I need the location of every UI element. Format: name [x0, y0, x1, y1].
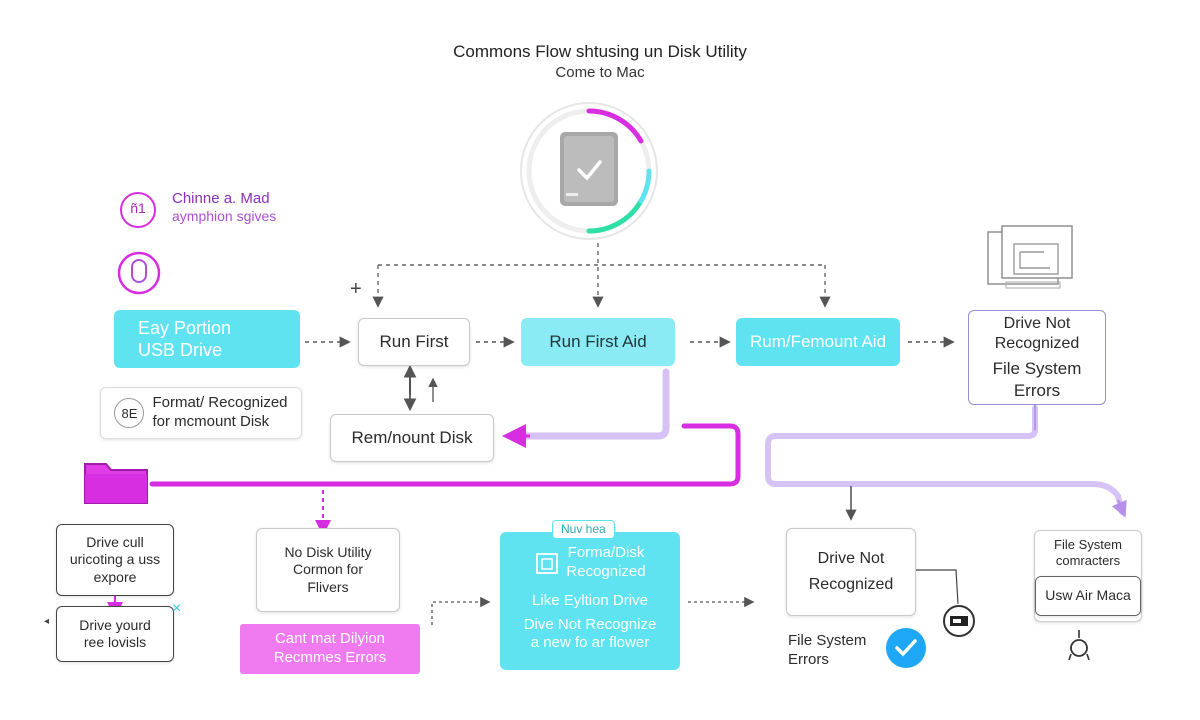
format-icon-text: 8E	[121, 405, 138, 421]
archive-icon	[536, 552, 559, 574]
format-icon: 8E	[114, 398, 145, 428]
lavender-connector-2	[765, 405, 1125, 515]
side-note-line2: aymphion sgives	[172, 208, 277, 224]
folder-icon	[84, 463, 148, 504]
small-connector	[916, 569, 959, 605]
plus-symbol: +	[350, 278, 362, 300]
node-run-remount-aid[interactable]: Rum/Femount Aid	[736, 318, 900, 366]
node-file-system-characters-label: File System comracters	[1054, 537, 1122, 569]
left-arrow-tip: ◂	[44, 616, 50, 627]
node-run-first[interactable]: Run First	[358, 318, 470, 366]
node-drive-call[interactable]: Drive cull uricoting a uss expore	[56, 524, 174, 596]
node-no-disk-utility[interactable]: No Disk Utility Cormon for Flivers	[256, 528, 400, 612]
node-usw-air-maca[interactable]: Usw Air Maca	[1035, 575, 1141, 616]
cross-symbol: ×	[172, 600, 182, 617]
node-drive-not-recognized-top[interactable]: Drive Not Recognized File System Errors	[968, 310, 1106, 405]
app-badge-icon	[120, 192, 156, 228]
side-badge-text: ñ1	[130, 200, 146, 216]
node-cant-mat[interactable]: Cant mat Dilyion Recmmes Errors	[240, 624, 420, 674]
node-easy-portion[interactable]: Eay Portion USB Drive	[114, 310, 300, 368]
lavender-connector-1	[516, 368, 670, 440]
node-run-first-aid[interactable]: Run First Aid	[521, 318, 675, 366]
node-like-eyltion: Like Eyltion Drive	[532, 591, 648, 609]
drive-chip-icon	[943, 605, 975, 637]
diagram-title: Commons Flow shtusing un Disk Utility	[453, 42, 747, 61]
diagram-subtitle: Come to Mac	[555, 64, 645, 81]
node-file-system-errors-bottom: File System Errors	[788, 632, 867, 668]
magenta-connector	[149, 423, 741, 487]
lavender-arrowhead-2	[1111, 499, 1127, 518]
node-drive-not-recognized-top-label: Drive Not Recognized	[994, 315, 1080, 353]
node-drive-not-recognized-mid[interactable]: Drive Not Recognized	[786, 528, 916, 616]
node-remount-disk[interactable]: Rem/nount Disk	[330, 414, 494, 462]
node-format-recognized[interactable]: 8E Format/ Recognized for mcmount Disk	[100, 387, 302, 439]
usb-device-icon	[117, 251, 161, 295]
node-forma-disk-group[interactable]: Forma/Disk Recognized Like Eyltion Drive…	[500, 532, 680, 670]
person-icon	[1068, 630, 1090, 661]
node-drive-not-recognize-cyan: Dive Not Recognize a new fo ar flower	[523, 616, 657, 651]
node-file-system-errors-top-label: File System Errors	[992, 359, 1082, 400]
hard-drive-check-icon	[520, 102, 658, 240]
stacked-windows-icon	[987, 225, 1073, 289]
dashed-bottom-1	[431, 596, 491, 625]
node-file-system-characters[interactable]: File System comracters Usw Air Maca	[1034, 530, 1142, 622]
check-circle-icon	[886, 628, 926, 668]
node-drive-yourd[interactable]: Drive yourd ree lovisls	[56, 606, 174, 662]
new-tag: Nuv hea	[552, 520, 615, 539]
node-forma-disk: Forma/Disk Recognized	[566, 544, 646, 580]
node-format-recognized-label: Format/ Recognized for mcmount Disk	[152, 394, 288, 430]
side-note-line1: Chinne a. Mad	[172, 190, 270, 207]
